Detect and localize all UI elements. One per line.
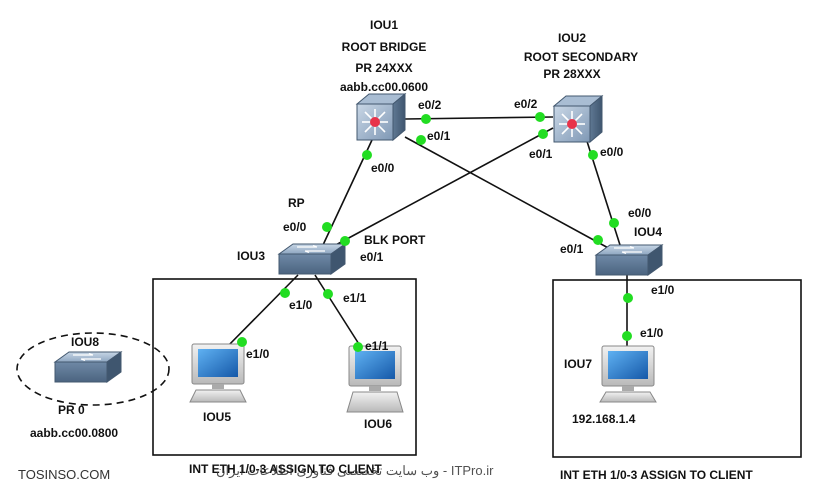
link-dot [280, 288, 290, 298]
iou1-mac-label: aabb.cc00.0600 [340, 80, 428, 94]
iou8-mac-label: aabb.cc00.0800 [30, 426, 118, 440]
watermark-left: TOSINSO.COM [18, 467, 110, 482]
port-label: e0/0 [283, 220, 307, 234]
left-client-group-box [152, 278, 417, 456]
link-dot [340, 236, 350, 246]
port-label: e1/0 [640, 326, 664, 340]
port-label: e1/1 [365, 339, 389, 353]
port-label: e0/2 [514, 97, 538, 111]
iou6-name-label: IOU6 [364, 417, 392, 431]
link-dot [362, 150, 372, 160]
root-port-annotation: RP [288, 196, 305, 210]
iou5-name-label: IOU5 [203, 410, 231, 424]
port-label: e0/1 [529, 147, 553, 161]
iou2-role-label: ROOT SECONDARY [524, 50, 638, 64]
iou7-name-label: IOU7 [564, 357, 592, 371]
port-label: e0/1 [427, 129, 451, 143]
port-label: e0/1 [560, 242, 584, 256]
iou7-ip-label: 192.168.1.4 [572, 412, 636, 426]
port-label: e1/1 [343, 291, 367, 305]
port-label: e1/0 [246, 347, 270, 361]
link-dot [623, 293, 633, 303]
port-label: e0/2 [418, 98, 442, 112]
iou6-pc-icon[interactable] [346, 345, 404, 413]
link-iou3-iou5 [221, 274, 299, 353]
link-dot [622, 331, 632, 341]
iou3-switch-icon[interactable] [277, 243, 347, 275]
link-dot [609, 218, 619, 228]
iou4-name-label: IOU4 [634, 225, 662, 239]
iou8-priority-label: PR 0 [58, 403, 85, 417]
port-label: e1/0 [651, 283, 675, 297]
link-dot [323, 289, 333, 299]
iou2-multilayer-switch-icon[interactable] [552, 94, 604, 144]
iou8-name-label: IOU8 [71, 335, 99, 349]
iou2-priority-label: PR 28XXX [543, 67, 600, 81]
link-dot [538, 129, 548, 139]
iou7-pc-icon[interactable] [599, 345, 657, 403]
iou1-role-label: ROOT BRIDGE [342, 40, 427, 54]
link-dot [237, 337, 247, 347]
iou1-multilayer-switch-icon[interactable] [355, 92, 407, 142]
iou3-name-label: IOU3 [237, 249, 265, 263]
iou8-switch-icon[interactable] [53, 351, 123, 383]
link-dot [353, 342, 363, 352]
link-dot [588, 150, 598, 160]
link-dot [593, 235, 603, 245]
port-label: e0/0 [628, 206, 652, 220]
right-group-caption: INT ETH 1/0-3 ASSIGN TO CLIENT [560, 468, 753, 482]
iou1-priority-label: PR 24XXX [355, 61, 412, 75]
link-iou3-iou6 [314, 274, 365, 353]
link-dot [421, 114, 431, 124]
watermark-right: وب سایت تخصصی فناوری اطلاعات ایران - ITP… [216, 463, 494, 479]
iou1-name-label: IOU1 [370, 18, 398, 32]
link-dot [535, 112, 545, 122]
left-group-caption: INT ETH 1/0-3 ASSIGN TO CLIENT [189, 462, 382, 476]
link-dot [416, 135, 426, 145]
iou4-switch-icon[interactable] [594, 244, 664, 276]
blocking-port-annotation: BLK PORT [364, 233, 426, 247]
iou2-name-label: IOU2 [558, 31, 586, 45]
link-iou1-iou4 [404, 136, 613, 251]
iou5-pc-icon[interactable] [189, 343, 247, 403]
port-label: e1/0 [289, 298, 313, 312]
link-dot [322, 222, 332, 232]
link-iou2-iou3 [331, 127, 554, 248]
iou8-dashed-outline [16, 332, 170, 406]
port-label: e0/0 [371, 161, 395, 175]
port-label: e0/1 [360, 250, 384, 264]
port-label: e0/0 [600, 145, 624, 159]
right-client-group-box [552, 279, 802, 458]
